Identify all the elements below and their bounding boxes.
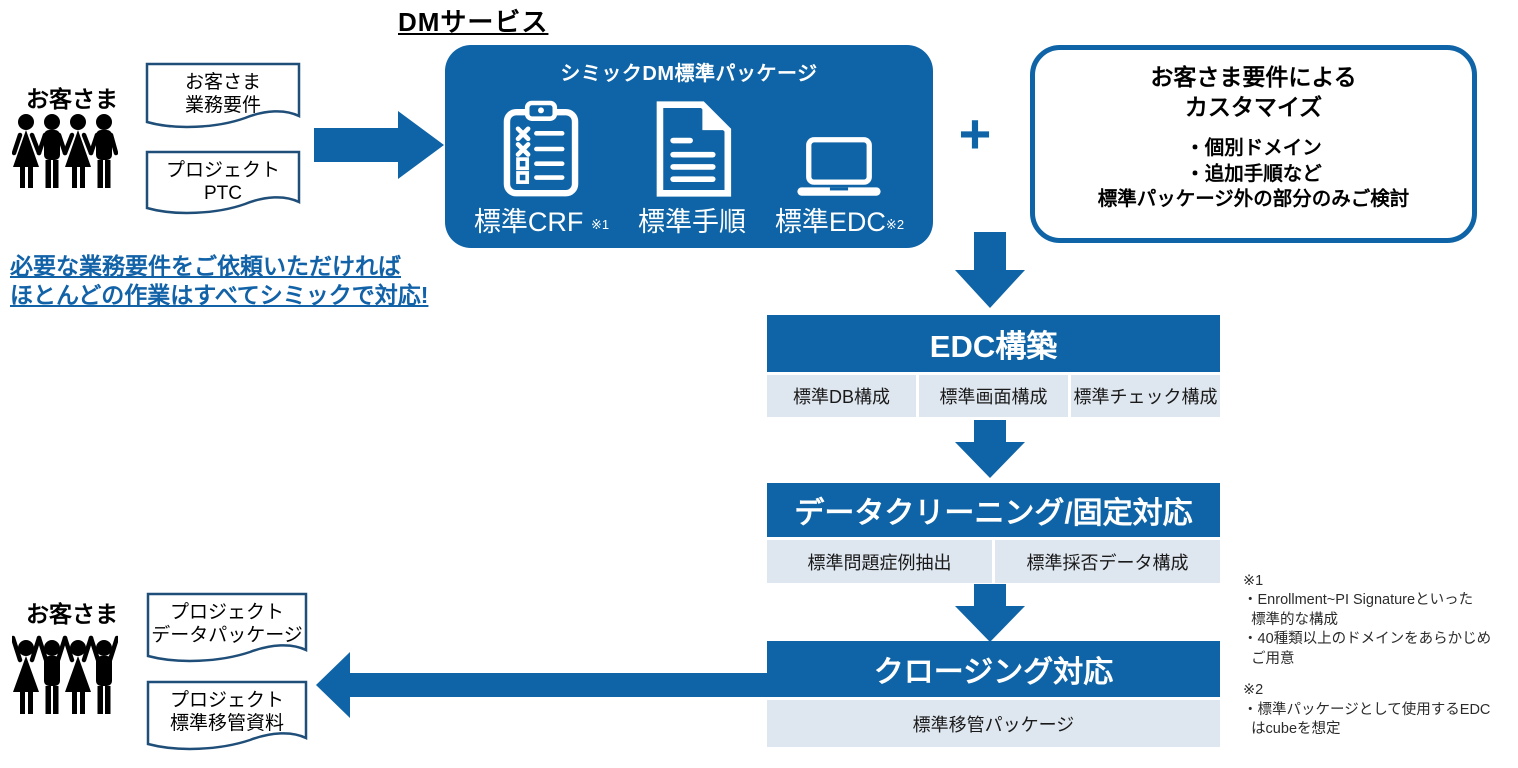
output-doc-transfer-materials: プロジェクト 標準移管資料 xyxy=(146,680,308,762)
tagline: 必要な業務要件をご依頼いただければ ほとんどの作業はすべてシミックで対応! xyxy=(10,253,429,308)
footnote-1-title: ※1 xyxy=(1243,573,1264,589)
package-item-label: 標準手順 xyxy=(637,207,746,237)
footnote-2-title: ※2 xyxy=(1243,682,1264,699)
footnote-ref-1: ※1 xyxy=(590,217,610,232)
plus-sign: + xyxy=(958,102,992,165)
process-title: クロージング対応 xyxy=(767,641,1220,697)
customer-group-icon xyxy=(11,112,119,211)
process-edc-build: EDC構築 標準DB構成 標準画面構成 標準チェック構成 xyxy=(767,315,1220,417)
customize-panel: お客さま要件による カスタマイズ ・個別ドメイン ・追加手順など 標準パッケージ… xyxy=(1030,45,1477,243)
process-cell: 標準移管パッケージ xyxy=(767,700,1220,747)
laptop-icon xyxy=(778,136,900,203)
customer-output-label: お客さま xyxy=(26,601,118,627)
package-item-label: 標準CRF ※1 xyxy=(473,207,610,237)
arrow-left-icon xyxy=(316,650,767,720)
input-doc-project-ptc: プロジェクト PTC xyxy=(145,150,301,226)
package-item-edc: 標準EDC※2 xyxy=(775,136,904,236)
process-title: EDC構築 xyxy=(767,315,1220,372)
customize-body: ・個別ドメイン ・追加手順など 標準パッケージ外の部分のみご検討 xyxy=(1097,136,1410,211)
input-doc-business-requirements: お客さま 業務要件 xyxy=(145,62,301,140)
page-title: DMサービス xyxy=(398,7,549,37)
process-cell: 標準採否データ構成 xyxy=(995,540,1220,583)
doc-label: プロジェクト データパッケージ xyxy=(151,602,303,647)
document-shape xyxy=(146,680,308,751)
customize-title: お客さま要件による カスタマイズ xyxy=(1150,64,1357,120)
arrow-right-icon xyxy=(314,111,444,179)
document-shape xyxy=(145,62,301,129)
footnote-ref-2: ※2 xyxy=(885,217,905,232)
process-closing: クロージング対応 標準移管パッケージ xyxy=(767,641,1220,747)
process-cell: 標準問題症例抽出 xyxy=(767,540,992,583)
process-cell: 標準DB構成 xyxy=(767,375,916,417)
process-title: データクリーニング/固定対応 xyxy=(767,483,1220,537)
package-item-crf: 標準CRF ※1 xyxy=(474,100,609,236)
package-item-label: 標準EDC※2 xyxy=(774,207,905,237)
doc-label: お客さま 業務要件 xyxy=(184,72,261,117)
standard-package-panel: シミックDM標準パッケージ xyxy=(445,45,933,248)
arrow-down-icon xyxy=(955,420,1025,478)
process-data-cleaning: データクリーニング/固定対応 標準問題症例抽出 標準採否データ構成 xyxy=(767,483,1220,583)
document-shape xyxy=(145,150,301,215)
arrow-down-icon xyxy=(955,584,1025,642)
process-cell: 標準チェック構成 xyxy=(1071,375,1220,417)
process-cell: 標準画面構成 xyxy=(919,375,1068,417)
package-title: シミックDM標準パッケージ xyxy=(560,63,818,85)
output-doc-data-package: プロジェクト データパッケージ xyxy=(146,592,308,674)
footnotes: ※1 ・Enrollment~PI Signatureといった 標準的な構成 ・… xyxy=(1243,572,1517,739)
customer-input-label: お客さま xyxy=(26,86,118,112)
footnote-1-body: ・Enrollment~PI Signatureといった 標準的な構成 ・40種… xyxy=(1243,592,1492,667)
document-shape xyxy=(146,592,308,663)
clipboard-checklist-icon xyxy=(495,100,587,203)
document-icon xyxy=(649,100,735,203)
arrow-down-icon xyxy=(955,232,1025,308)
footnote-2-body: ・標準パッケージとして使用するEDC はcubeを想定 xyxy=(1243,701,1491,737)
package-item-procedure: 標準手順 xyxy=(638,100,746,236)
customer-celebrating-group-icon xyxy=(10,630,120,737)
doc-label: プロジェクト 標準移管資料 xyxy=(169,690,284,735)
doc-label: プロジェクト PTC xyxy=(165,160,280,205)
